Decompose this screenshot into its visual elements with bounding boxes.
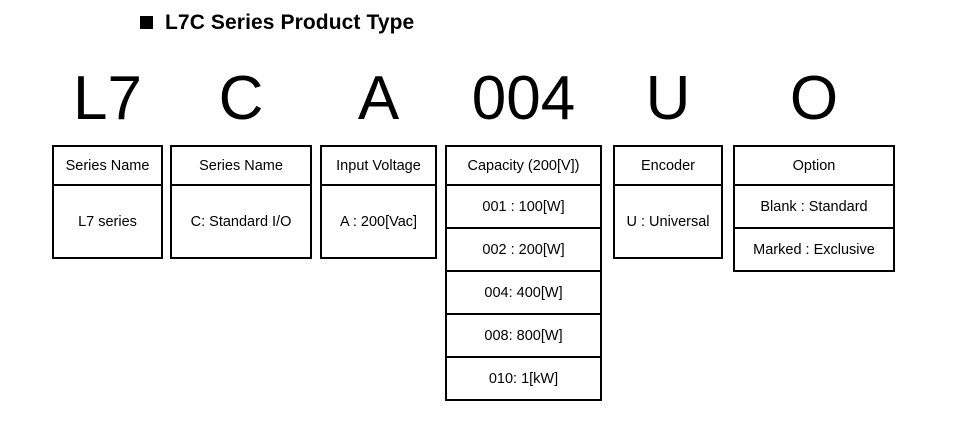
column-header-input-voltage: Input Voltage	[320, 145, 437, 186]
cell-series-name-l7-0: L7 series	[52, 184, 163, 259]
code-char-series-name-io: C	[218, 64, 264, 133]
cell-capacity-2: 004: 400[W]	[445, 270, 602, 315]
cell-capacity-3: 008: 800[W]	[445, 313, 602, 358]
cell-option-0: Blank : Standard	[733, 184, 895, 229]
column-series-name-l7: Series Name L7 series	[52, 145, 163, 259]
cell-input-voltage-0: A : 200[Vac]	[320, 184, 437, 259]
column-input-voltage: Input Voltage A : 200[Vac]	[320, 145, 437, 259]
cell-encoder-0: U : Universal	[613, 184, 723, 259]
page-title: L7C Series Product Type	[140, 12, 414, 33]
code-char-capacity: 004	[471, 64, 576, 133]
column-capacity: Capacity (200[V]) 001 : 100[W] 002 : 200…	[445, 145, 602, 401]
cell-capacity-4: 010: 1[kW]	[445, 356, 602, 401]
column-header-series-name-io: Series Name	[170, 145, 312, 186]
column-option: Option Blank : Standard Marked : Exclusi…	[733, 145, 895, 272]
cell-capacity-1: 002 : 200[W]	[445, 227, 602, 272]
cell-option-1: Marked : Exclusive	[733, 227, 895, 272]
code-char-input-voltage: A	[357, 64, 400, 133]
column-header-option: Option	[733, 145, 895, 186]
column-series-name-io: Series Name C: Standard I/O	[170, 145, 312, 259]
code-char-series-name-l7: L7	[73, 64, 142, 133]
cell-series-name-io-0: C: Standard I/O	[170, 184, 312, 259]
column-header-encoder: Encoder	[613, 145, 723, 186]
black-square-bullet-icon	[140, 16, 153, 29]
column-header-capacity: Capacity (200[V])	[445, 145, 602, 186]
page-title-text: L7C Series Product Type	[165, 11, 415, 34]
code-char-encoder: U	[645, 64, 691, 133]
cell-capacity-0: 001 : 100[W]	[445, 184, 602, 229]
column-encoder: Encoder U : Universal	[613, 145, 723, 259]
column-header-series-name-l7: Series Name	[52, 145, 163, 186]
code-char-option: O	[789, 64, 839, 133]
